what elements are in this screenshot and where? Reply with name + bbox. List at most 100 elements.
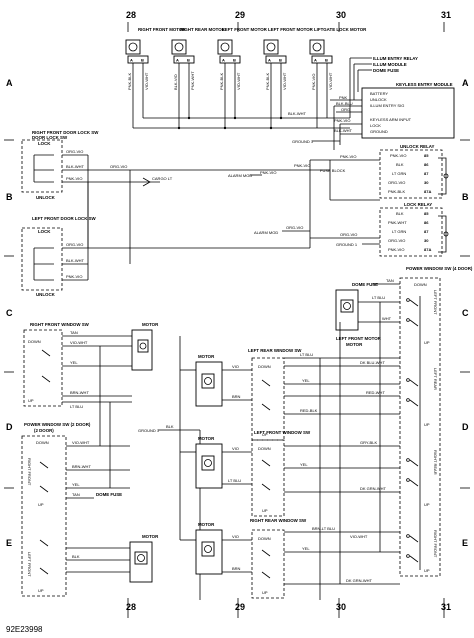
svg-text:UP: UP xyxy=(262,590,268,595)
svg-text:LOCK: LOCK xyxy=(38,229,51,234)
top-motor-liftgate: LIFTGATE LOCK MOTOR A B PNK-VIO VIO-WHT xyxy=(309,27,367,128)
svg-text:UP: UP xyxy=(424,568,430,573)
svg-text:RIGHT FRONT DOOR LOCK SW: RIGHT FRONT DOOR LOCK SW xyxy=(32,130,99,135)
svg-text:LEFT FRONT DOOR LOCK SW: LEFT FRONT DOOR LOCK SW xyxy=(32,216,97,221)
svg-text:LEFT REAR WINDOW SW: LEFT REAR WINDOW SW xyxy=(248,348,302,353)
svg-text:UNLOCK: UNLOCK xyxy=(36,195,56,200)
svg-text:A: A xyxy=(268,58,271,63)
svg-text:PNK-VIO: PNK-VIO xyxy=(66,176,82,181)
svg-text:LEFT FRONT MOTOR: LEFT FRONT MOTOR xyxy=(336,336,382,341)
svg-text:LEFT FRONT WINDOW SW: LEFT FRONT WINDOW SW xyxy=(254,430,311,435)
svg-text:FUSE BLOCK: FUSE BLOCK xyxy=(320,168,346,173)
row-label: B xyxy=(462,192,469,202)
column-label: 28 xyxy=(126,10,136,20)
svg-text:LT BLU: LT BLU xyxy=(300,352,313,357)
svg-text:PNK-VIO: PNK-VIO xyxy=(66,274,82,279)
svg-text:BLK-WHT: BLK-WHT xyxy=(288,111,307,116)
top-bus-wires: BLK-WHT xyxy=(133,111,350,130)
svg-text:B: B xyxy=(187,58,190,63)
svg-text:RIGHT FRONT WINDOW SW: RIGHT FRONT WINDOW SW xyxy=(30,322,90,327)
svg-text:BLK: BLK xyxy=(166,424,174,429)
svg-text:ILLUM ENTRY RELAY: ILLUM ENTRY RELAY xyxy=(373,56,418,61)
row-label: C xyxy=(6,308,13,318)
motor-left-front-window-2-door: MOTOR xyxy=(129,534,159,583)
svg-text:MOTOR: MOTOR xyxy=(198,522,215,527)
svg-text:POWER WINDOW SW (4 DOOR): POWER WINDOW SW (4 DOOR) xyxy=(406,266,473,271)
svg-text:RIGHT FRONT: RIGHT FRONT xyxy=(27,458,32,486)
figure-reference: 92E23998 xyxy=(6,625,43,634)
svg-text:WHT: WHT xyxy=(382,316,392,321)
svg-text:87: 87 xyxy=(424,171,429,176)
column-label: 30 xyxy=(336,10,346,20)
grid-ticks xyxy=(4,22,470,618)
right-front-window-switch: RIGHT FRONT WINDOW SW DOWN UP TAN VIO-WH… xyxy=(23,322,132,409)
svg-text:BRN-LT BLU: BRN-LT BLU xyxy=(312,526,335,531)
svg-text:MOTOR: MOTOR xyxy=(142,534,159,539)
dome-fuse-area: DOME FUSE TAN LT BLU WHT LEFT FRONT MOTO… xyxy=(335,278,400,347)
motor-label: LEFT FRONT MOTOR xyxy=(268,27,314,32)
svg-text:ORG-VIO: ORG-VIO xyxy=(388,238,405,243)
motor-left-rear-window: MOTOR xyxy=(195,354,223,407)
svg-text:PNK-WHT: PNK-WHT xyxy=(388,220,407,225)
svg-text:LT BLU: LT BLU xyxy=(372,295,385,300)
svg-text:UNLOCK RELAY: UNLOCK RELAY xyxy=(400,144,435,149)
door-lock-sw-label: DOOR LOCK SW xyxy=(32,135,68,140)
svg-text:30: 30 xyxy=(424,238,429,243)
svg-text:A: A xyxy=(314,58,317,63)
svg-text:UP: UP xyxy=(38,502,44,507)
svg-text:DOME FUSE: DOME FUSE xyxy=(352,282,378,287)
motor-label: RIGHT FRONT MOTOR xyxy=(138,27,186,32)
svg-text:UP: UP xyxy=(424,502,430,507)
svg-text:PNK-WHT: PNK-WHT xyxy=(190,71,195,90)
svg-text:PNK-VIO: PNK-VIO xyxy=(340,154,356,159)
svg-text:DOME FUSE: DOME FUSE xyxy=(96,492,122,497)
svg-text:UP: UP xyxy=(424,422,430,427)
svg-text:LT BLU: LT BLU xyxy=(70,404,83,409)
row-label: E xyxy=(462,538,468,548)
svg-text:PNK-VIO: PNK-VIO xyxy=(388,247,404,252)
svg-text:LEFT FRONT: LEFT FRONT xyxy=(433,290,438,315)
svg-text:86: 86 xyxy=(424,162,429,167)
svg-text:MOTOR: MOTOR xyxy=(198,354,215,359)
motor-label: LEFT FRONT MOTOR xyxy=(222,27,268,32)
wire-label: TAN xyxy=(70,330,78,335)
svg-text:DOWN: DOWN xyxy=(258,364,271,369)
svg-text:ALARM MOD: ALARM MOD xyxy=(254,230,278,235)
row-label: A xyxy=(462,78,469,88)
svg-text:GRY-BLK: GRY-BLK xyxy=(360,440,377,445)
svg-text:87: 87 xyxy=(424,229,429,234)
svg-text:PNK-BLK: PNK-BLK xyxy=(388,189,405,194)
svg-text:A: A xyxy=(176,58,179,63)
svg-text:RED-BLK: RED-BLK xyxy=(300,408,318,413)
svg-text:BLK: BLK xyxy=(396,211,404,216)
top-motor-left-front: LEFT FRONT MOTOR A B PNK-BLK VIO-WHT xyxy=(217,27,268,128)
svg-text:UP: UP xyxy=(38,588,44,593)
svg-text:KEYLESS ENTRY MODULE: KEYLESS ENTRY MODULE xyxy=(396,82,453,87)
svg-text:BLK-WHT: BLK-WHT xyxy=(66,258,85,263)
svg-text:BLK-BLU: BLK-BLU xyxy=(336,101,353,106)
svg-text:MOTOR: MOTOR xyxy=(142,322,159,327)
column-label: 31 xyxy=(441,10,451,20)
svg-text:30: 30 xyxy=(424,180,429,185)
left-front-window-switch: LEFT FRONT WINDOW SW DOWN UP VIO LT BLU … xyxy=(222,430,400,517)
column-label: 31 xyxy=(441,602,451,612)
svg-text:RED-WHT: RED-WHT xyxy=(366,390,385,395)
svg-text:ORG-VIO: ORG-VIO xyxy=(66,149,83,154)
svg-text:VIO-WHT: VIO-WHT xyxy=(328,72,333,90)
row-label: E xyxy=(6,538,12,548)
svg-text:BLK-WHT: BLK-WHT xyxy=(334,128,353,133)
svg-text:B: B xyxy=(325,58,328,63)
svg-text:UNLOCK: UNLOCK xyxy=(36,292,56,297)
svg-text:BLK-WHT: BLK-WHT xyxy=(66,164,85,169)
svg-text:A: A xyxy=(222,58,225,63)
svg-text:VIO-WHT: VIO-WHT xyxy=(70,340,88,345)
row-label: D xyxy=(6,422,13,432)
svg-text:KEYLESS ARM INPUT: KEYLESS ARM INPUT xyxy=(370,117,412,122)
svg-text:87A: 87A xyxy=(424,247,431,252)
svg-text:VIO-WHT: VIO-WHT xyxy=(144,72,149,90)
svg-text:DK GRN-WHT: DK GRN-WHT xyxy=(346,578,373,583)
row-label: A xyxy=(6,78,13,88)
svg-text:BLK-VIO: BLK-VIO xyxy=(173,74,178,90)
